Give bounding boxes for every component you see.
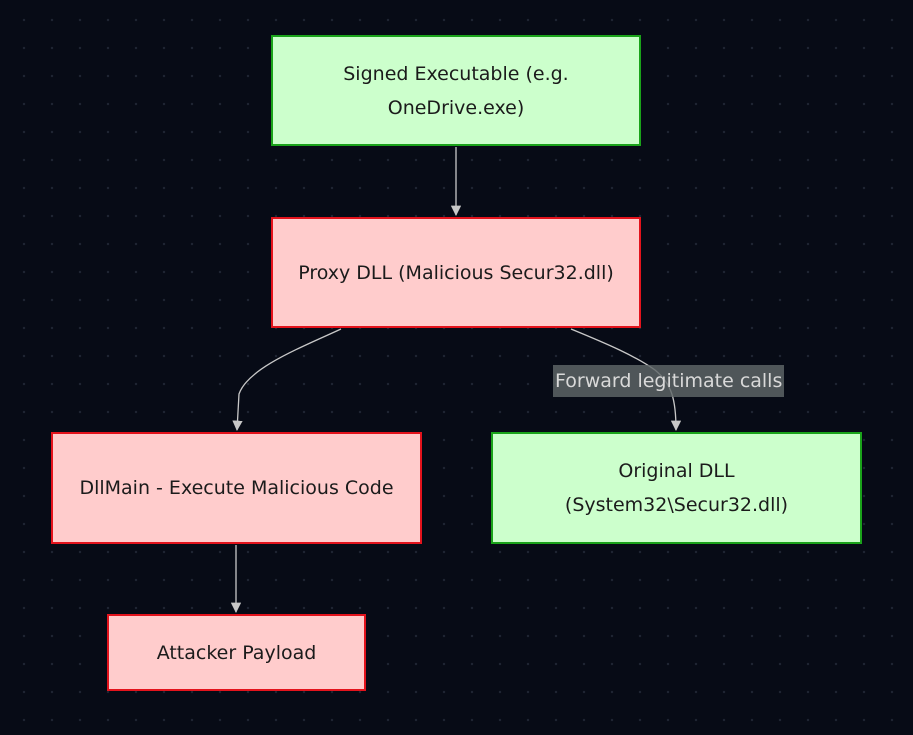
edge-label-forward-calls: Forward legitimate calls [553, 365, 785, 397]
node-signed-executable-label: Signed Executable (e.g. OneDrive.exe) [343, 62, 569, 119]
node-original-dll: Original DLL (System32\Secur32.dll) [491, 432, 862, 544]
node-attacker-payload-label: Attacker Payload [156, 641, 317, 664]
node-proxy-dll: Proxy DLL (Malicious Secur32.dll) [271, 217, 641, 328]
edge-proxy-to-dllmain [232, 328, 342, 432]
node-dllmain: DllMain - Execute Malicious Code [51, 432, 422, 544]
node-signed-executable: Signed Executable (e.g. OneDrive.exe) [271, 35, 641, 146]
node-proxy-dll-label: Proxy DLL (Malicious Secur32.dll) [298, 261, 614, 284]
node-original-dll-label: Original DLL (System32\Secur32.dll) [564, 460, 789, 516]
node-attacker-payload: Attacker Payload [107, 614, 366, 691]
node-dllmain-label: DllMain - Execute Malicious Code [79, 477, 394, 499]
